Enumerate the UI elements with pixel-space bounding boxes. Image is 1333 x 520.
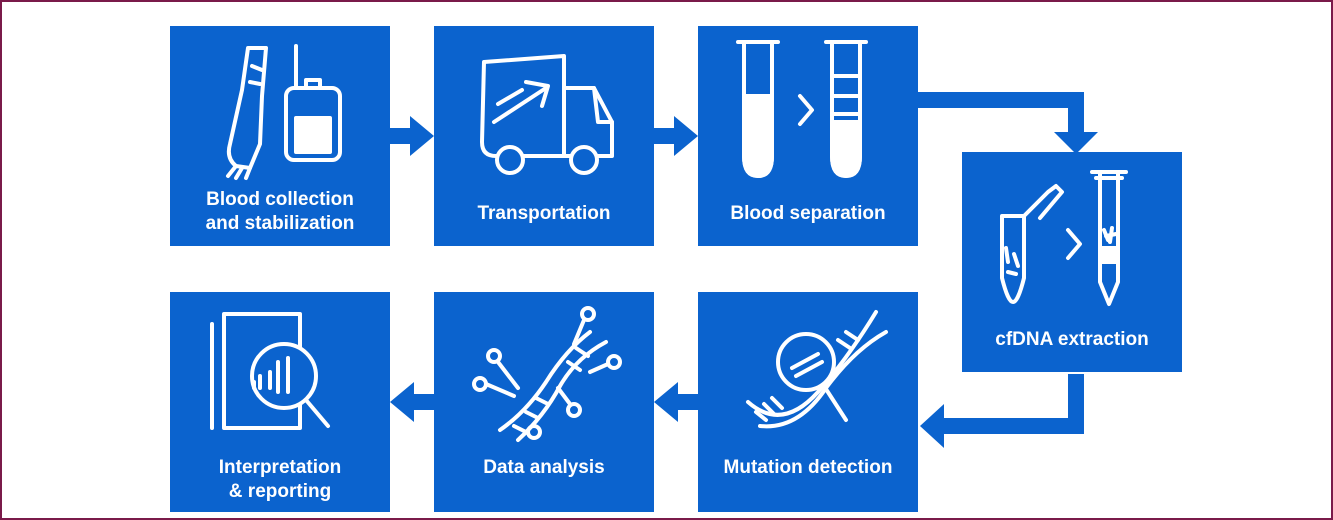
step-interpretation-reporting: Interpretation & reporting (170, 292, 390, 512)
test-tubes-icon (736, 40, 868, 178)
step-cfdna-extraction: cfDNA extraction (962, 152, 1182, 372)
extraction-column-icon (1000, 170, 1128, 306)
step-transportation: Transportation (434, 26, 654, 246)
dna-magnifier-icon (746, 310, 888, 429)
arrow-transport-to-separation (654, 116, 698, 156)
step-label-line1: Mutation detection (723, 457, 893, 478)
arrow-collection-to-transport (390, 116, 434, 156)
arrow-mutation-to-analysis (654, 382, 698, 422)
step-label-line1: cfDNA extraction (995, 329, 1149, 350)
step-blood-collection: Blood collection and stabilization (170, 26, 390, 246)
arrow-separation-to-extraction (918, 92, 1098, 154)
step-label-line1: Blood separation (730, 203, 886, 224)
dna-network-icon (472, 306, 622, 442)
step-label-line2: and stabilization (205, 213, 355, 234)
report-search-icon (210, 312, 330, 430)
delivery-truck-icon (480, 54, 614, 175)
step-blood-separation: Blood separation (698, 26, 918, 246)
arrow-analysis-to-interpretation (390, 382, 434, 422)
step-data-analysis: Data analysis (434, 292, 654, 512)
step-label-line2: & reporting (228, 481, 332, 502)
blood-bag-arm-icon (226, 44, 342, 180)
step-label-line1: Transportation (477, 203, 611, 224)
step-label-line1: Data analysis (483, 457, 605, 478)
step-label-line1: Blood collection (206, 189, 354, 210)
step-mutation-detection: Mutation detection (698, 292, 918, 512)
step-label-line1: Interpretation (218, 457, 342, 478)
arrow-extraction-to-mutation (920, 374, 1084, 448)
